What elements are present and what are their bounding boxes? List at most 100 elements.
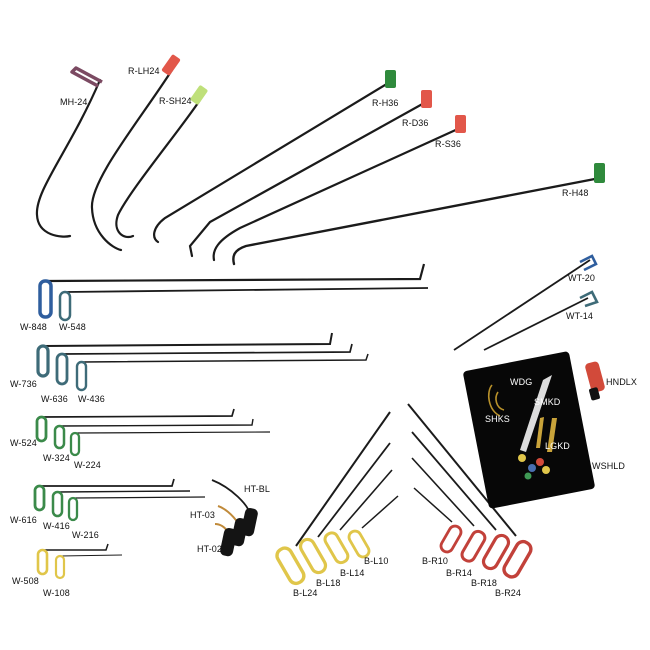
rod-mh-24-hook [70, 66, 103, 88]
label-b-l10: B-L10 [364, 556, 389, 566]
label-w-636: W-636 [41, 394, 68, 404]
label-w-616: W-616 [10, 515, 37, 525]
rod-b-l24 [295, 411, 391, 547]
rod-b-l14 [339, 469, 393, 531]
rod-w-736-handle [36, 344, 50, 378]
label-w-548: W-548 [59, 322, 86, 332]
label-w-416: W-416 [43, 521, 70, 531]
label-smkd: SMKD [534, 397, 561, 407]
label-w-216: W-216 [72, 530, 99, 540]
rod-wt-20 [453, 259, 591, 351]
rod-w-216-handle [67, 496, 79, 522]
rod-r-s36-handle [455, 115, 466, 133]
label-r-sh24: R-SH24 [159, 96, 192, 106]
rod-w-616 [40, 478, 175, 487]
rod-b-r10-handle [439, 524, 463, 554]
rod-b-l10-handle [347, 529, 371, 559]
rod-b-l14-handle [323, 531, 350, 565]
rod-r-lh24 [90, 68, 174, 252]
rod-r-h36 [153, 80, 392, 244]
label-wt-14: WT-14 [566, 311, 594, 321]
rod-w-324-handle [53, 424, 66, 450]
rod-w-636-handle [55, 352, 69, 386]
label-b-l14: B-L14 [340, 568, 365, 578]
label-w-324: W-324 [43, 453, 70, 463]
label-lgkd: LGKD [545, 441, 570, 451]
rod-w-436 [81, 353, 369, 363]
rod-w-636 [61, 343, 353, 355]
rod-r-h48 [232, 176, 602, 266]
rod-b-r10 [413, 487, 453, 523]
rod-w-848 [47, 263, 426, 283]
label-wt-20: WT-20 [568, 273, 596, 283]
label-w-736: W-736 [10, 379, 37, 389]
label-ht-bl: HT-BL [244, 484, 271, 494]
rod-w-848-handle [38, 279, 53, 319]
label-w-508: W-508 [12, 576, 39, 586]
rod-b-l10 [361, 495, 399, 529]
rod-r-h48-handle [594, 163, 605, 183]
rod-b-r14 [411, 457, 475, 527]
label-mh-24: MH-24 [60, 97, 88, 107]
rod-b-r18 [411, 431, 497, 531]
rod-w-736 [43, 332, 333, 347]
label-ht-03: HT-03 [190, 510, 216, 520]
label-hndlx: HNDLX [606, 377, 638, 387]
rod-w-524-handle [35, 415, 48, 443]
rod-w-216 [73, 496, 206, 499]
hndlx-handle [585, 361, 605, 401]
rod-w-616-handle [33, 484, 46, 512]
rod-r-h36-handle [385, 70, 396, 88]
label-r-h48: R-H48 [562, 188, 589, 198]
label-b-r24: B-R24 [495, 588, 522, 598]
rod-b-r24 [407, 403, 517, 537]
rod-r-sh24-handle [190, 85, 208, 105]
rod-wt-20-handle [579, 254, 598, 272]
rod-w-548-handle [58, 290, 72, 322]
rod-wt-14-handle [579, 290, 599, 308]
ht-02-tool [214, 523, 237, 557]
rod-w-224-handle [69, 431, 81, 457]
rod-w-524 [41, 408, 235, 418]
label-wshld: WSHLD [592, 461, 626, 471]
rod-mh-24 [35, 78, 102, 238]
rod-w-108-handle [54, 554, 66, 580]
rod-w-108 [59, 554, 123, 557]
rod-w-508 [44, 543, 109, 551]
label-w-848: W-848 [20, 322, 47, 332]
label-w-524: W-524 [10, 438, 37, 448]
rod-r-d36-handle [421, 90, 432, 108]
rod-r-lh24-handle [161, 54, 181, 76]
label-r-s36: R-S36 [435, 139, 462, 149]
rod-r-d36 [188, 100, 428, 258]
label-b-r14: B-R14 [446, 568, 473, 578]
rod-b-l18-handle [298, 537, 328, 575]
rod-w-224 [75, 431, 271, 434]
rod-w-436-handle [75, 360, 88, 392]
rod-w-508-handle [36, 548, 49, 576]
label-b-r18: B-R18 [471, 578, 498, 588]
label-r-h36: R-H36 [372, 98, 399, 108]
label-b-l18: B-L18 [316, 578, 341, 588]
label-r-lh24: R-LH24 [128, 66, 160, 76]
rod-w-548 [65, 287, 429, 293]
rod-wt-14 [483, 297, 589, 351]
label-w-224: W-224 [74, 460, 101, 470]
label-ht-02: HT-02 [197, 544, 223, 554]
rod-w-324 [59, 418, 254, 427]
rod-b-r24-handle [502, 539, 533, 579]
label-b-l24: B-L24 [293, 588, 318, 598]
rod-r-s36 [212, 126, 462, 262]
rod-w-416 [57, 490, 191, 493]
label-r-d36: R-D36 [402, 118, 429, 128]
rod-b-l24-handle [275, 546, 306, 586]
label-w-108: W-108 [43, 588, 70, 598]
rod-b-l18 [317, 442, 391, 538]
rod-b-r14-handle [460, 529, 487, 563]
rod-r-sh24 [115, 98, 202, 239]
rod-b-r18-handle [481, 533, 511, 571]
label-shks: SHKS [485, 414, 510, 424]
label-b-r10: B-R10 [422, 556, 449, 566]
label-wdg: WDG [510, 377, 533, 387]
